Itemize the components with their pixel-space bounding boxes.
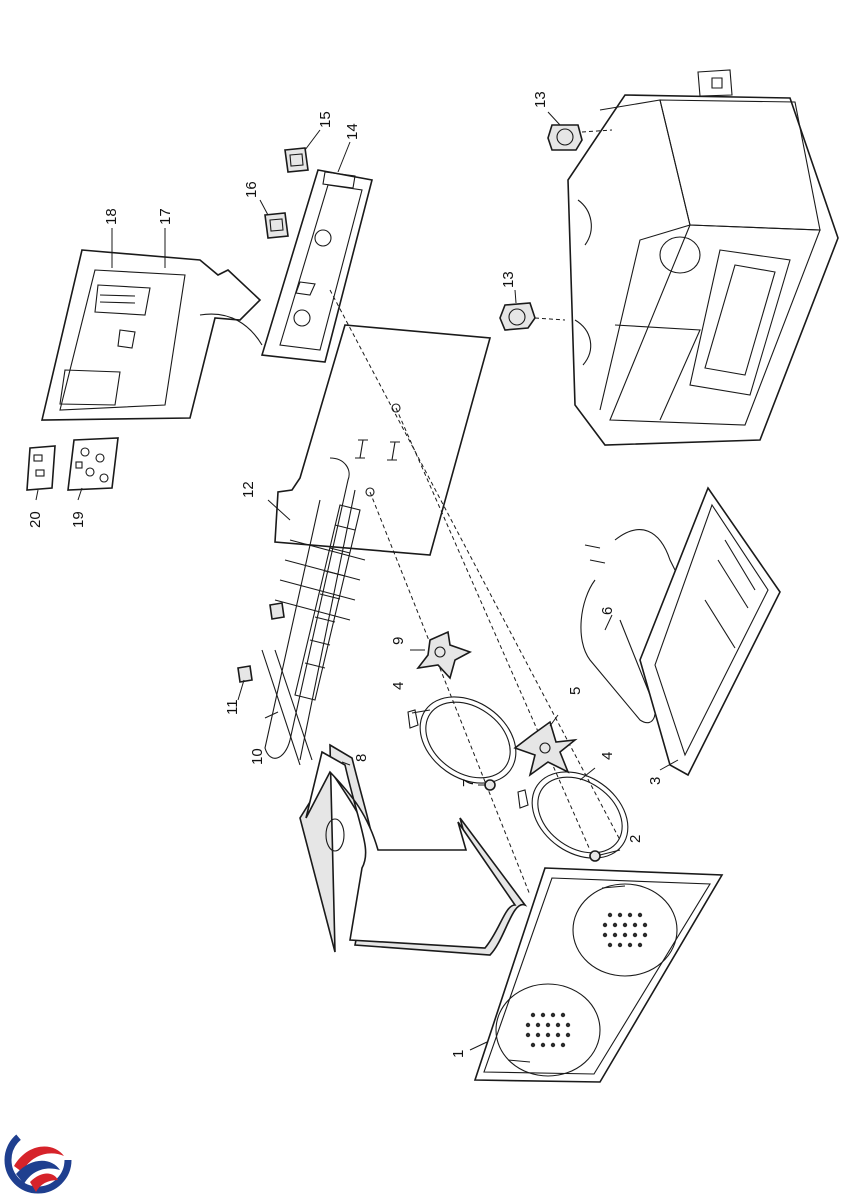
switch-15 xyxy=(284,147,309,173)
callout-7: 7 xyxy=(460,779,477,787)
callout-9: 9 xyxy=(390,637,407,645)
clip-11 xyxy=(237,602,285,683)
callout-10: 10 xyxy=(249,748,266,765)
callout-labels: 1 2 3 4 4 5 6 7 8 9 10 11 12 13 13 14 15… xyxy=(27,91,664,1058)
callout-17: 17 xyxy=(157,208,174,225)
callout-5: 5 xyxy=(567,687,584,695)
bottom-tray xyxy=(639,486,781,777)
callout-12: 12 xyxy=(240,481,257,498)
motor-upper xyxy=(547,124,613,151)
callout-15: 15 xyxy=(317,111,334,128)
callout-4-upper: 4 xyxy=(390,682,407,690)
switch-16 xyxy=(264,212,289,239)
nut-2 xyxy=(589,850,601,862)
ring-element-lower xyxy=(517,771,629,859)
wiring-detail-inset xyxy=(40,249,263,421)
motor-lower xyxy=(499,302,566,331)
callout-4-lower: 4 xyxy=(599,752,616,760)
fan-9 xyxy=(416,630,472,680)
callout-2: 2 xyxy=(627,835,644,843)
control-bracket xyxy=(260,169,373,363)
front-plate xyxy=(473,867,724,1083)
callout-11: 11 xyxy=(224,699,241,715)
callout-8: 8 xyxy=(353,754,370,762)
pcb-20 xyxy=(26,445,56,491)
nut-7 xyxy=(484,779,496,791)
brand-logo-icon xyxy=(4,1126,72,1194)
callout-19: 19 xyxy=(70,511,87,528)
fan-grille-upper xyxy=(602,912,648,948)
grill-element xyxy=(261,457,366,766)
oven-cavity xyxy=(567,69,839,446)
callout-13-upper: 13 xyxy=(532,91,549,108)
callout-3: 3 xyxy=(647,777,664,785)
fan-grille-lower xyxy=(525,1012,571,1048)
callout-20: 20 xyxy=(27,511,44,528)
callout-18: 18 xyxy=(103,208,120,225)
callout-13-lower: 13 xyxy=(500,271,517,288)
callout-6: 6 xyxy=(599,607,616,615)
pcb-19 xyxy=(67,437,119,491)
insulation-shell xyxy=(299,743,528,956)
callout-14: 14 xyxy=(344,123,361,140)
callout-16: 16 xyxy=(243,181,260,198)
leader-lines xyxy=(35,111,679,1051)
rear-panel xyxy=(274,289,621,896)
ring-element-upper xyxy=(407,696,517,784)
fan-5 xyxy=(513,720,578,777)
callout-1: 1 xyxy=(450,1050,467,1058)
